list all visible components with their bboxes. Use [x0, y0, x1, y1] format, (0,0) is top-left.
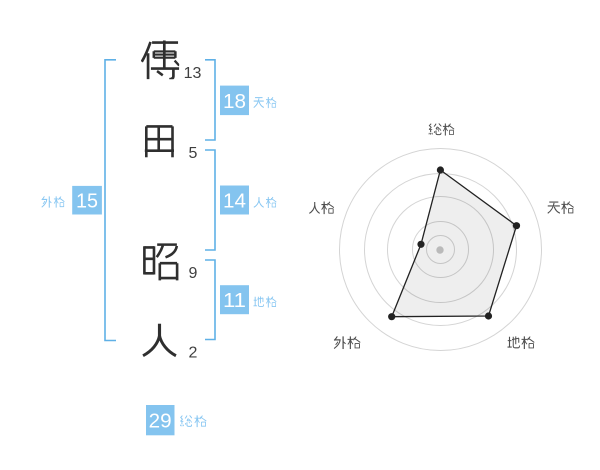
svg-text:29: 29	[149, 410, 172, 433]
svg-text:9: 9	[189, 265, 198, 282]
svg-text:18: 18	[223, 90, 246, 113]
svg-text:11: 11	[223, 289, 246, 312]
svg-text:15: 15	[76, 190, 98, 213]
svg-text:13: 13	[184, 65, 202, 82]
svg-text:2: 2	[189, 345, 198, 362]
svg-text:14: 14	[223, 190, 246, 213]
svg-text:5: 5	[189, 145, 198, 162]
